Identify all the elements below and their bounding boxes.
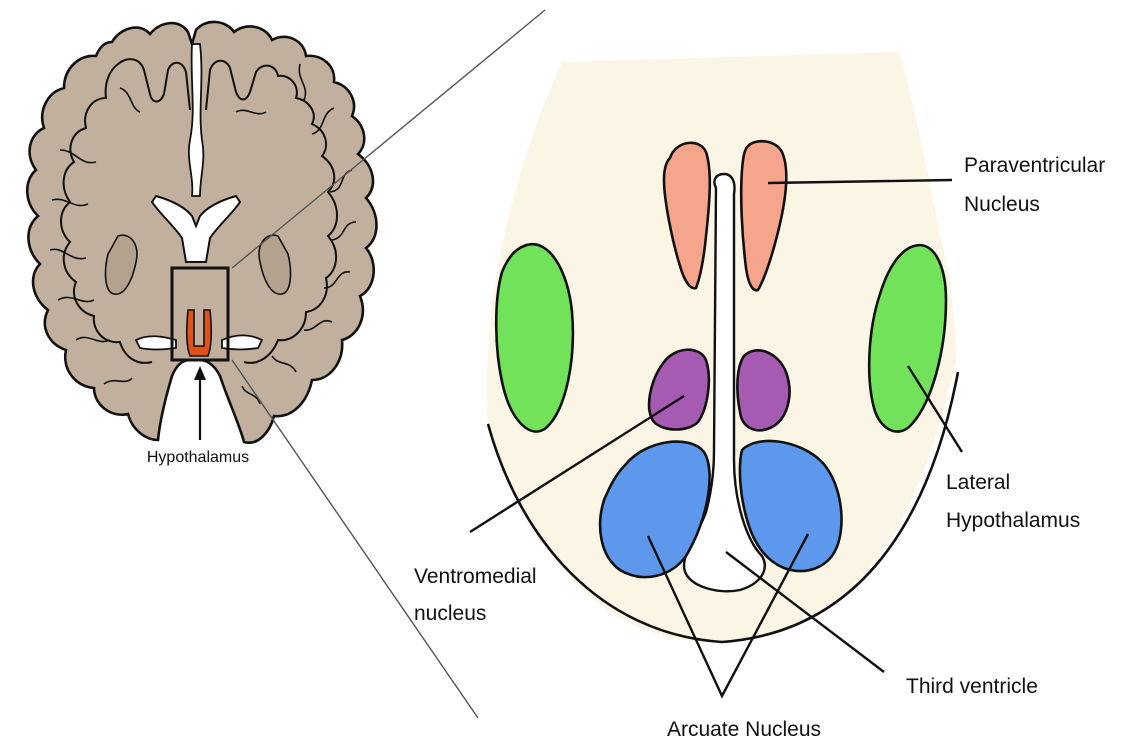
lateral-hypothalamus-label-line2: Hypothalamus (946, 509, 1080, 532)
paraventricular-label-line1: Paraventricular (964, 154, 1105, 177)
lateral-hypothalamus-left (496, 244, 573, 431)
arcuate-nucleus-label: Arcuate Nucleus (667, 718, 821, 741)
lateral-hypothalamus-label-line1: Lateral (946, 471, 1010, 494)
brain-coronal-section: Hypothalamus (27, 22, 376, 466)
ventromedial-nucleus-right (737, 350, 789, 430)
hypothalamus-arrow-head (194, 366, 206, 380)
paraventricular-label-line2: Nucleus (964, 193, 1040, 216)
hypothalamus-detail: Paraventricular Nucleus Lateral Hypothal… (414, 52, 1105, 741)
hypothalamus-label: Hypothalamus (147, 449, 249, 466)
zoom-line-bottom (232, 360, 478, 718)
third-ventricle-label: Third ventricle (906, 675, 1038, 698)
ventromedial-label-line1: Ventromedial (414, 565, 537, 588)
ventromedial-label-line2: nucleus (414, 602, 486, 625)
